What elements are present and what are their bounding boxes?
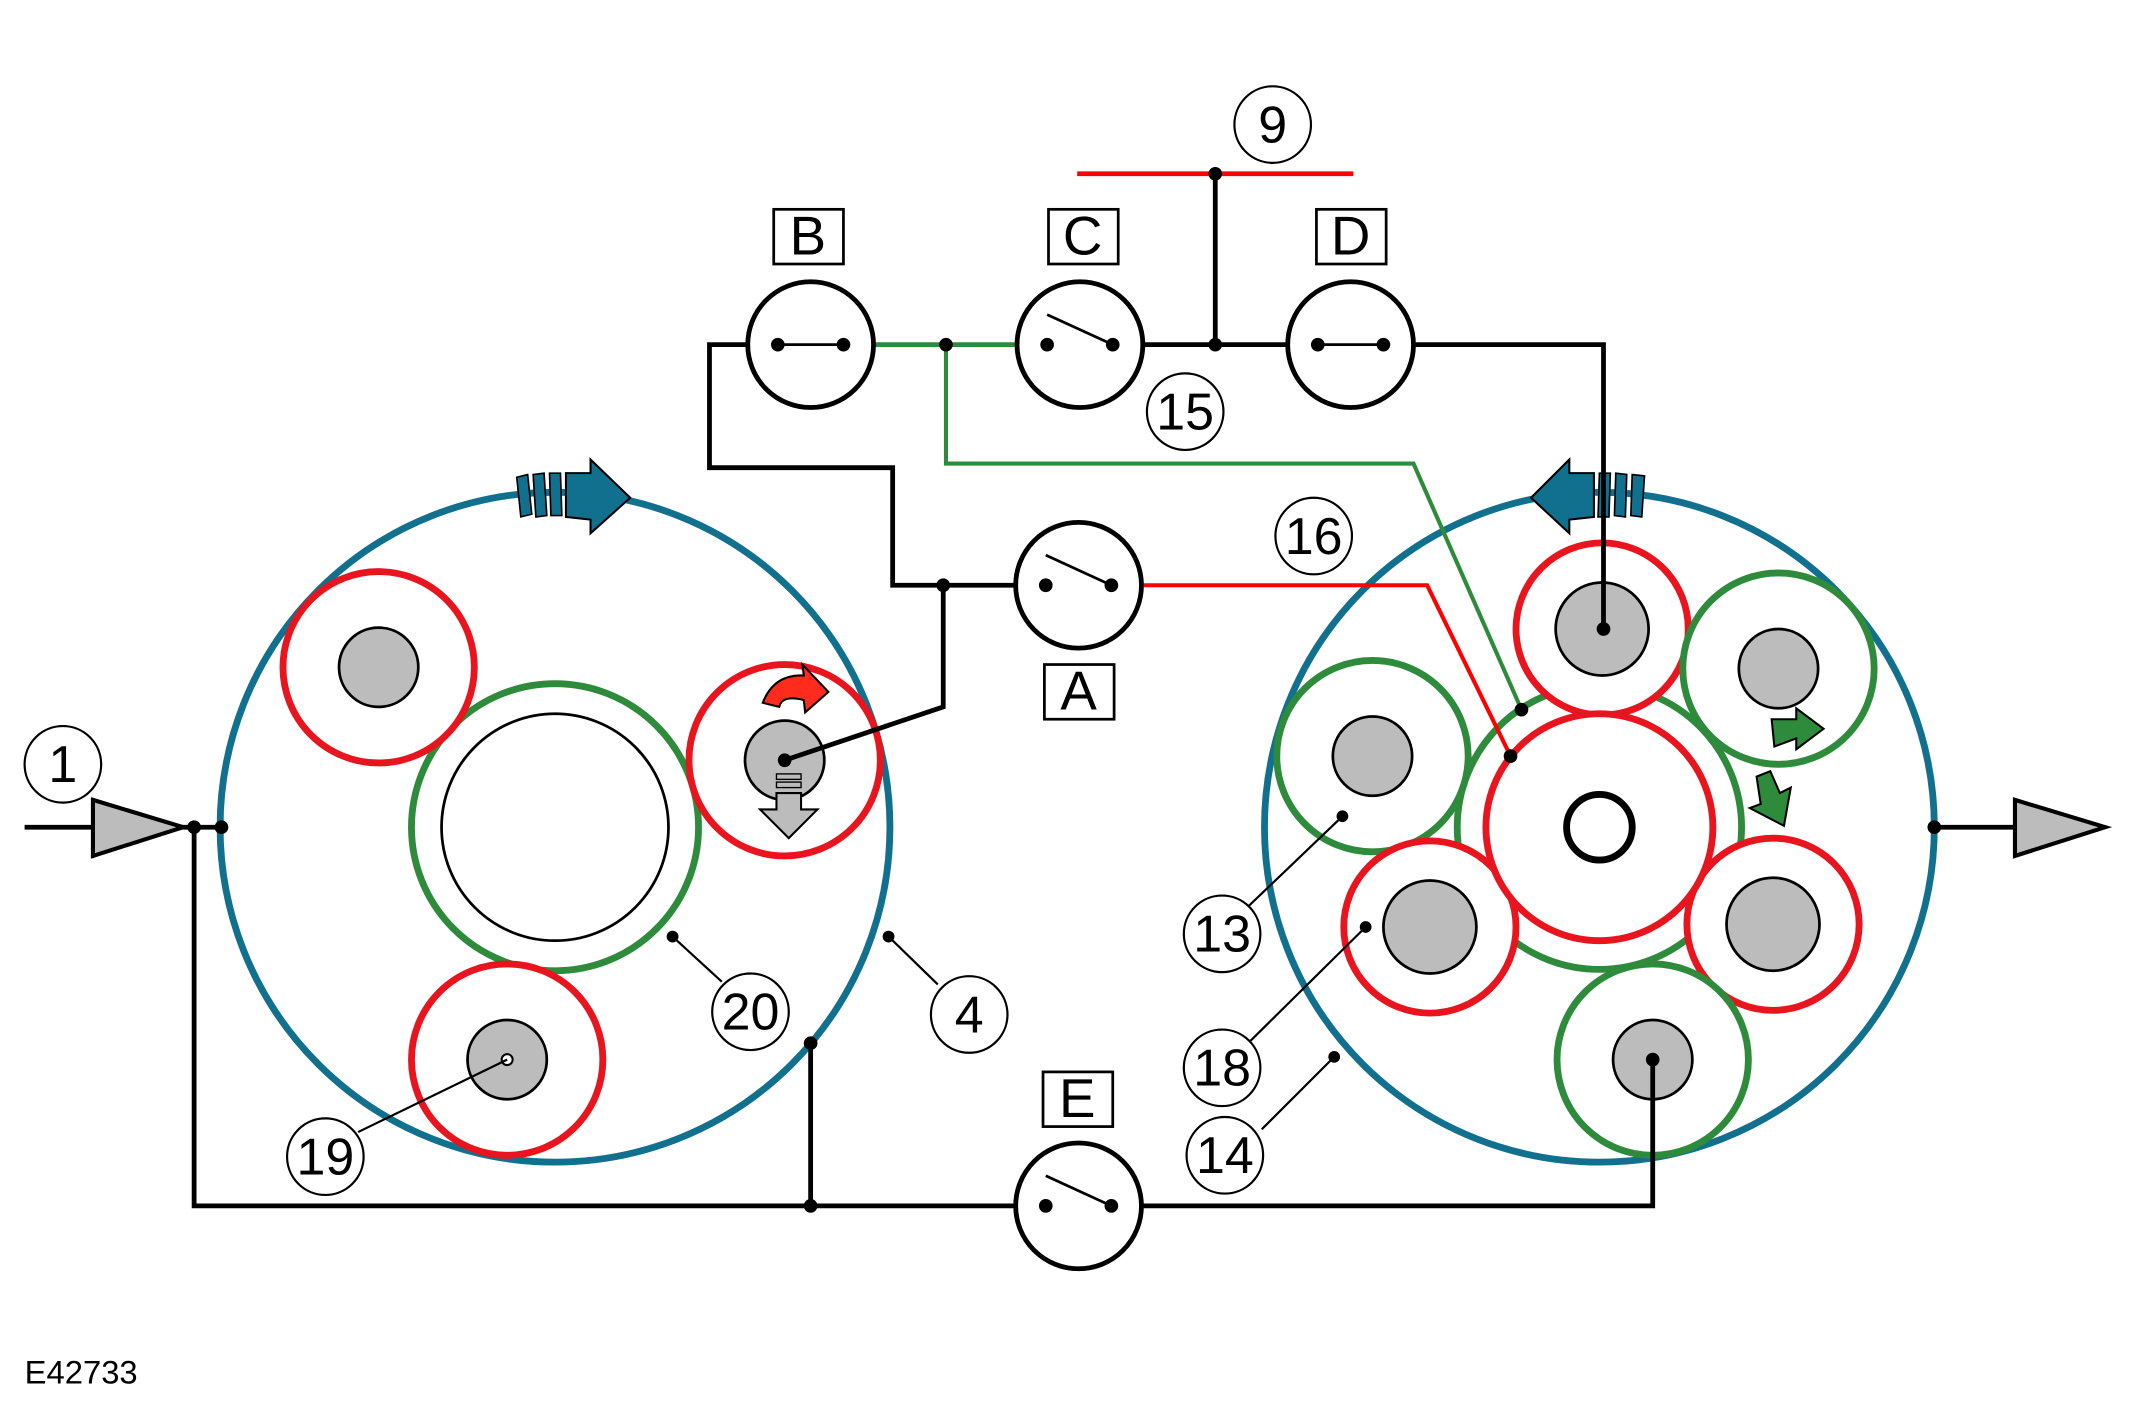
switch-D <box>1285 279 1416 410</box>
right-planet-gear-left-upper <box>1331 715 1414 798</box>
callout-15: 15 <box>1145 372 1225 452</box>
callout-20: 20 <box>711 972 790 1052</box>
right-planet-gear-bottom-right <box>1725 876 1821 973</box>
green-wire-ring <box>943 344 1524 711</box>
switch-label-text: B <box>790 204 826 266</box>
callout-1: 1 <box>23 724 103 804</box>
rotation-arrow-icon <box>1770 706 1826 752</box>
right-planetary-set <box>1261 457 1938 1166</box>
callout-14: 14 <box>1185 1115 1265 1195</box>
switch-icon <box>1013 519 1144 651</box>
bottom-bus-right <box>1142 1059 1656 1209</box>
left-planetary-set <box>216 457 894 1166</box>
switch-label-A: A <box>1043 660 1116 722</box>
callout-9: 9 <box>1233 85 1313 164</box>
wire-left-planet <box>783 585 946 763</box>
switch-label-C: C <box>1047 204 1120 266</box>
switch-icon <box>1014 279 1146 410</box>
callout-number: 19 <box>296 1128 354 1186</box>
switch-label-text: A <box>1060 660 1097 722</box>
right-sun-shaft <box>1563 790 1636 864</box>
switch-A <box>1013 519 1144 651</box>
callout-18: 18 <box>1182 1028 1262 1108</box>
down-arrow-icon <box>1747 769 1793 828</box>
rotation-arrow-icon <box>761 661 830 715</box>
bus-D-right <box>1414 342 1606 629</box>
callout-number: 16 <box>1285 508 1343 566</box>
callout-number: 1 <box>48 736 77 794</box>
switch-icon <box>1013 1140 1144 1272</box>
switch-label-text: E <box>1059 1067 1095 1129</box>
right-planet-gear-bottom-left <box>1382 879 1478 975</box>
bus-left <box>707 342 1016 588</box>
drum-rotation-arrow-icon <box>515 457 632 536</box>
switch-label-B: B <box>772 204 845 266</box>
switch-label-E: E <box>1041 1067 1115 1129</box>
wiring <box>24 171 2017 1209</box>
callout-number: 14 <box>1196 1127 1254 1185</box>
callout-number: 18 <box>1193 1040 1251 1098</box>
junction-dots <box>187 166 1942 1213</box>
input-arrow-icon <box>90 797 191 859</box>
figure-reference: E42733 <box>25 1354 138 1391</box>
output-arrow-icon <box>2012 797 2113 859</box>
callout-13: 13 <box>1182 894 1262 974</box>
switch-label-text: D <box>1331 204 1370 266</box>
callout-number: 15 <box>1156 383 1214 441</box>
callout-19: 19 <box>285 1117 365 1197</box>
callout-4: 4 <box>929 975 1009 1054</box>
callout-16: 16 <box>1274 496 1354 576</box>
switch-label-text: C <box>1063 204 1102 266</box>
red-wire-sun <box>1142 583 1513 758</box>
switch-B <box>745 279 876 410</box>
bottom-bus-left <box>191 827 1016 1209</box>
switch-label-D: D <box>1315 204 1388 266</box>
callout-number: 13 <box>1193 906 1251 964</box>
leader-lines <box>357 810 1372 1134</box>
switch-C <box>1014 279 1146 410</box>
left-sun-gear <box>440 712 670 943</box>
callout-number: 9 <box>1258 96 1287 154</box>
down-arrow-icon <box>757 773 820 840</box>
right-planet-gear-top-right <box>1737 627 1820 710</box>
callout-number: 4 <box>955 986 984 1044</box>
switch-E <box>1013 1140 1144 1272</box>
left-planet-gear-top <box>337 626 420 709</box>
callout-number: 20 <box>722 984 780 1042</box>
left-ring-gear <box>408 680 702 975</box>
